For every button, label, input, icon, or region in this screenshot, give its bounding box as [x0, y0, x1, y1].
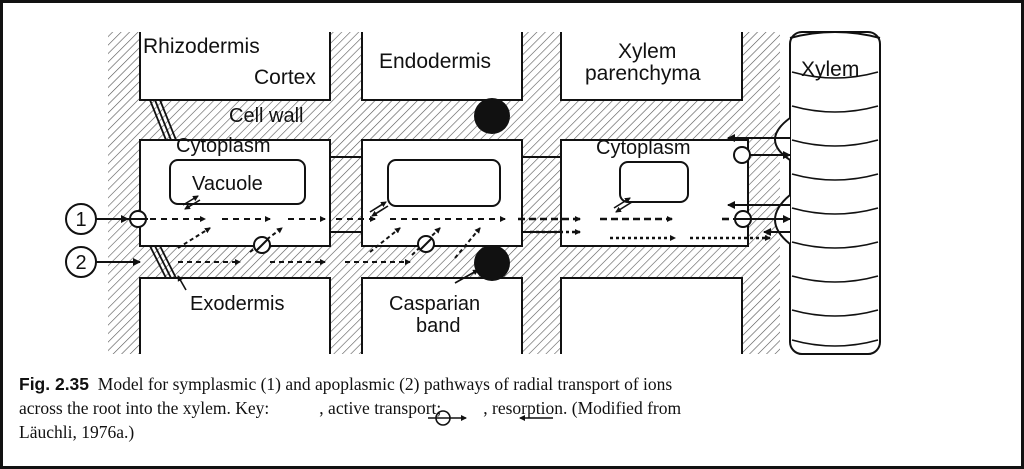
- vacuole-1: [169, 159, 306, 205]
- label-casparian-1: Casparian: [389, 293, 480, 315]
- label-endodermis: Endodermis: [379, 50, 491, 73]
- caption-line-1: Fig. 2.35 Model for symplasmic (1) and a…: [19, 372, 1009, 396]
- leader-lines: [177, 269, 479, 291]
- caption-line-3: Läuchli, 1976a.): [19, 420, 1009, 444]
- caption-text-2a: across the root into the xylem. Key:: [19, 398, 270, 418]
- label-cytoplasm-left: Cytoplasm: [176, 135, 270, 157]
- label-cortex: Cortex: [254, 66, 316, 89]
- xylem-vessel: [774, 31, 881, 355]
- label-xylem-parenchyma-2: parenchyma: [585, 62, 701, 85]
- caption-line-2: across the root into the xylem. Key: , ac…: [19, 396, 1009, 420]
- caption-text-1: Model for symplasmic (1) and apoplasmic …: [97, 374, 673, 394]
- bottom-cells: [139, 277, 743, 354]
- wall-plug-2: [521, 156, 562, 233]
- label-exodermis: Exodermis: [190, 293, 284, 315]
- pathway-1-marker: 1: [65, 203, 97, 235]
- apoplasmic-pathway: [96, 227, 771, 266]
- active-transport-key-icon: [428, 410, 467, 426]
- xylem-loading-arrows: [727, 134, 791, 236]
- pathway-2-marker: 2: [65, 246, 97, 278]
- caption-text-2c: , resorption. (Modified from: [483, 398, 682, 418]
- casparian-band-top: [474, 98, 510, 134]
- top-cells: [139, 32, 743, 101]
- label-cytoplasm-right: Cytoplasm: [596, 137, 690, 159]
- vacuole-exchange-arrows: [182, 195, 633, 217]
- caption-text-2b: , active transport;: [319, 398, 442, 418]
- label-xylem-parenchyma-1: Xylem: [618, 40, 676, 63]
- label-xylem: Xylem: [801, 58, 859, 81]
- vacuole-2: [387, 159, 501, 207]
- label-rhizodermis: Rhizodermis: [143, 35, 260, 58]
- pathway-1-label: 1: [75, 209, 86, 231]
- exodermis-band: [149, 99, 177, 279]
- caption-fig-label: Fig. 2.35: [19, 374, 90, 394]
- caption-text-3: Läuchli, 1976a.): [19, 422, 135, 442]
- vacuole-3: [619, 161, 689, 203]
- wall-plug-1: [329, 156, 363, 233]
- symplasmic-pathway: [96, 210, 791, 228]
- label-cell-wall: Cell wall: [229, 105, 303, 127]
- pathway-2-label: 2: [75, 252, 86, 274]
- label-vacuole: Vacuole: [192, 173, 263, 195]
- casparian-band-bottom: [474, 245, 510, 281]
- label-casparian-2: band: [416, 315, 461, 337]
